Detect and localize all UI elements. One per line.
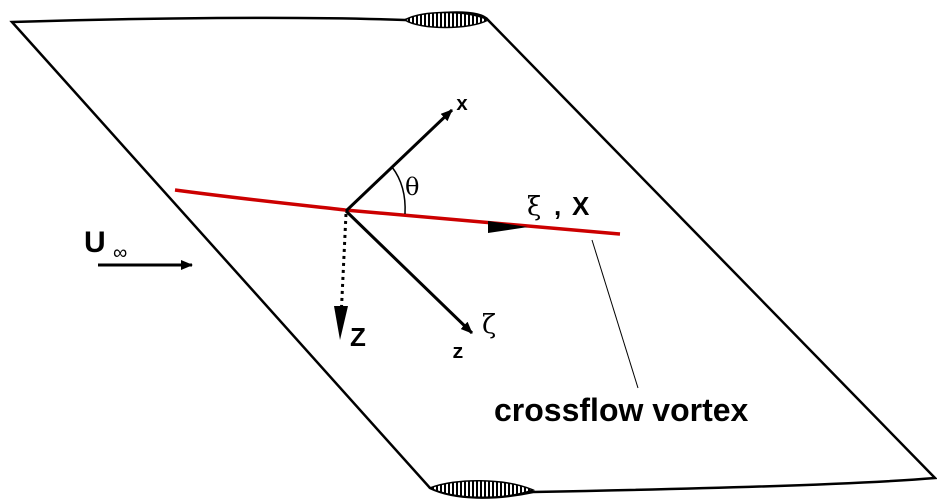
- crossflow-vortex-line: [174, 188, 621, 236]
- wing-outline: [9, 11, 937, 499]
- top-edge-hatch: [403, 11, 490, 29]
- bottom-edge-hatch: [428, 479, 536, 499]
- label-xi-comma: ,: [554, 191, 561, 221]
- label-x: x: [456, 94, 468, 117]
- label-X: X: [572, 191, 590, 221]
- z-axis-arrow: [344, 209, 474, 335]
- caption-crossflow-vortex: crossflow vortex: [494, 392, 749, 428]
- caption-leader-line: [591, 239, 639, 389]
- x-axis-arrow: [344, 108, 454, 213]
- label-z: z: [452, 342, 464, 365]
- wing-surface: [9, 11, 937, 499]
- label-xi: ξ: [527, 192, 541, 222]
- label-Z: Z: [350, 322, 366, 352]
- label-theta: θ: [405, 173, 419, 201]
- Z-axis-dotted-arrow: [339, 213, 348, 319]
- xi-arrow-head: [488, 221, 528, 233]
- label-U-subscript: ∞: [113, 242, 127, 264]
- Z-axis-arrow-head: [334, 306, 348, 340]
- theta-angle-arc: [391, 166, 406, 215]
- label-U: U: [84, 226, 106, 259]
- label-zeta: ζ: [482, 310, 496, 340]
